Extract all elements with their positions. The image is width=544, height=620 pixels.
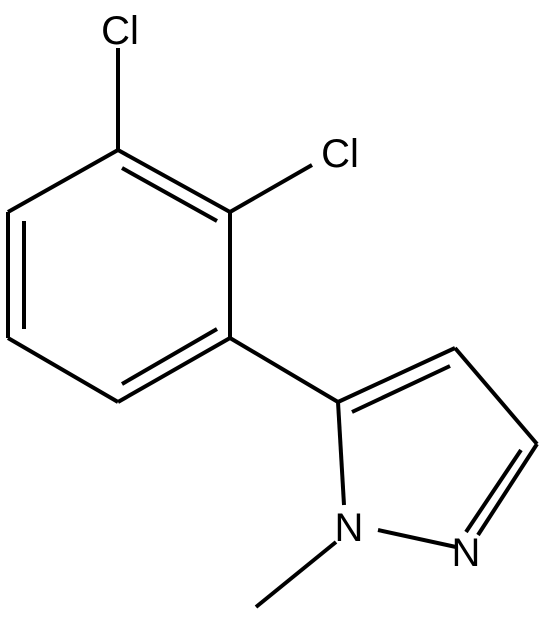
bond-c4-c3 <box>453 346 539 446</box>
bond-c3-n2-inner <box>464 448 523 534</box>
atom-label-n1: N <box>335 506 364 550</box>
bond-aryl-pyrazole <box>228 336 340 404</box>
atom-label-n2: N <box>452 531 481 575</box>
bond-c3-c4 <box>117 336 231 404</box>
bond-c1-c2-inner <box>121 166 218 223</box>
benzene-ring <box>6 148 232 404</box>
bond-c5-c4 <box>337 346 456 404</box>
bond-n1-methyl <box>254 540 338 609</box>
bond-c6-c1 <box>7 148 119 214</box>
atom-label-cl-top: Cl <box>101 9 139 53</box>
bond-c3-n2 <box>476 442 539 537</box>
bond-n1-c5 <box>336 401 346 506</box>
bond-c2-cl <box>229 163 313 214</box>
bond-n2-n1 <box>377 528 457 549</box>
bond-c5-c4-inner <box>351 364 451 414</box>
atom-label-cl-right: Cl <box>321 132 359 176</box>
bond-c1-c2 <box>117 148 231 214</box>
bond-c4-c5 <box>6 336 120 404</box>
pyrazole-ring <box>336 346 539 549</box>
bond-c3-c4-inner <box>120 327 219 386</box>
